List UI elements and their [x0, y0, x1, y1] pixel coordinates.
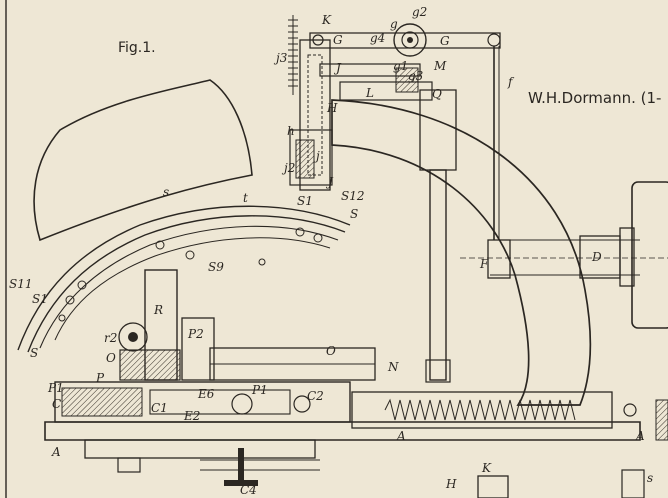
label-D: D	[591, 250, 602, 264]
arm-head-M	[419, 89, 457, 171]
label-S1-top: S1	[297, 194, 313, 208]
label-S9: S9	[208, 260, 224, 274]
label-M: M	[433, 59, 447, 73]
vertical-column	[429, 169, 447, 381]
label-C4: C4	[240, 483, 257, 497]
label-h: h	[287, 124, 295, 138]
label-S-bottom: S	[30, 346, 38, 360]
label-s-right: s	[647, 471, 653, 485]
label-P: P	[95, 371, 105, 385]
author-caption: W.H.Dormann. (1-	[528, 89, 661, 107]
drive-shaft	[460, 235, 668, 279]
label-E6: E6	[197, 387, 215, 401]
label-g3: g3	[408, 69, 424, 83]
label-j3: j3	[273, 51, 288, 65]
label-S12: S12	[341, 189, 365, 203]
label-J-upper: J	[333, 61, 342, 75]
gooseneck-arm	[331, 99, 592, 406]
label-A-mid: A	[396, 429, 406, 443]
label-P1-left: P1	[47, 381, 64, 395]
top-lever-G	[309, 23, 501, 57]
label-S-right: S	[350, 207, 358, 221]
hat-crown-outline	[33, 79, 253, 242]
lower-slide	[54, 381, 351, 423]
label-C2: C2	[307, 389, 324, 403]
label-r2: r2	[104, 331, 117, 345]
label-J-lower: J	[325, 175, 334, 189]
label-s: s	[163, 185, 169, 199]
handwheel-edge	[631, 181, 668, 329]
label-H: H	[326, 101, 338, 115]
coil-spring-j3	[288, 15, 298, 95]
label-F: F	[479, 257, 489, 271]
compression-spring	[351, 391, 637, 429]
label-L: L	[365, 86, 374, 100]
label-O-left: O	[106, 351, 116, 365]
label-Q: Q	[432, 87, 442, 101]
label-G-right: G	[440, 34, 450, 48]
label-K-top: K	[321, 13, 332, 27]
label-f: f	[507, 75, 515, 89]
label-E2: E2	[183, 409, 200, 423]
carriage-P	[119, 317, 376, 381]
base-plate-A	[44, 421, 641, 486]
column-foot	[425, 359, 451, 383]
label-A-right: A	[635, 429, 645, 443]
label-H-bottom: H	[445, 477, 457, 491]
label-P1-mid: P1	[251, 383, 268, 397]
label-g4: g4	[370, 31, 385, 45]
curved-track	[17, 205, 351, 353]
label-A-left: A	[51, 445, 61, 459]
label-K-bottom: K	[481, 461, 492, 475]
handwheel-hub	[619, 227, 635, 287]
upper-crossbar	[319, 63, 433, 101]
label-j: j	[313, 149, 320, 163]
label-C1: C1	[151, 401, 168, 415]
label-g2: g2	[412, 5, 427, 19]
gear-hub	[128, 332, 138, 342]
label-g1: g1	[393, 59, 408, 73]
spindle-column	[289, 39, 333, 191]
figure-title: Fig.1.	[118, 40, 156, 56]
label-P2: P2	[187, 327, 204, 341]
label-G-left: G	[333, 33, 343, 47]
track-bolts	[58, 227, 323, 322]
label-N: N	[387, 360, 399, 374]
label-C: C	[52, 397, 61, 411]
label-S11: S11	[9, 277, 33, 291]
second-figure-fragment	[477, 399, 668, 498]
label-j2: j2	[281, 161, 295, 175]
label-t: t	[243, 191, 248, 205]
label-R: R	[153, 303, 163, 317]
label-g: g	[390, 17, 398, 31]
label-O-right: O	[326, 344, 336, 358]
label-S1-left: S1	[32, 292, 48, 306]
